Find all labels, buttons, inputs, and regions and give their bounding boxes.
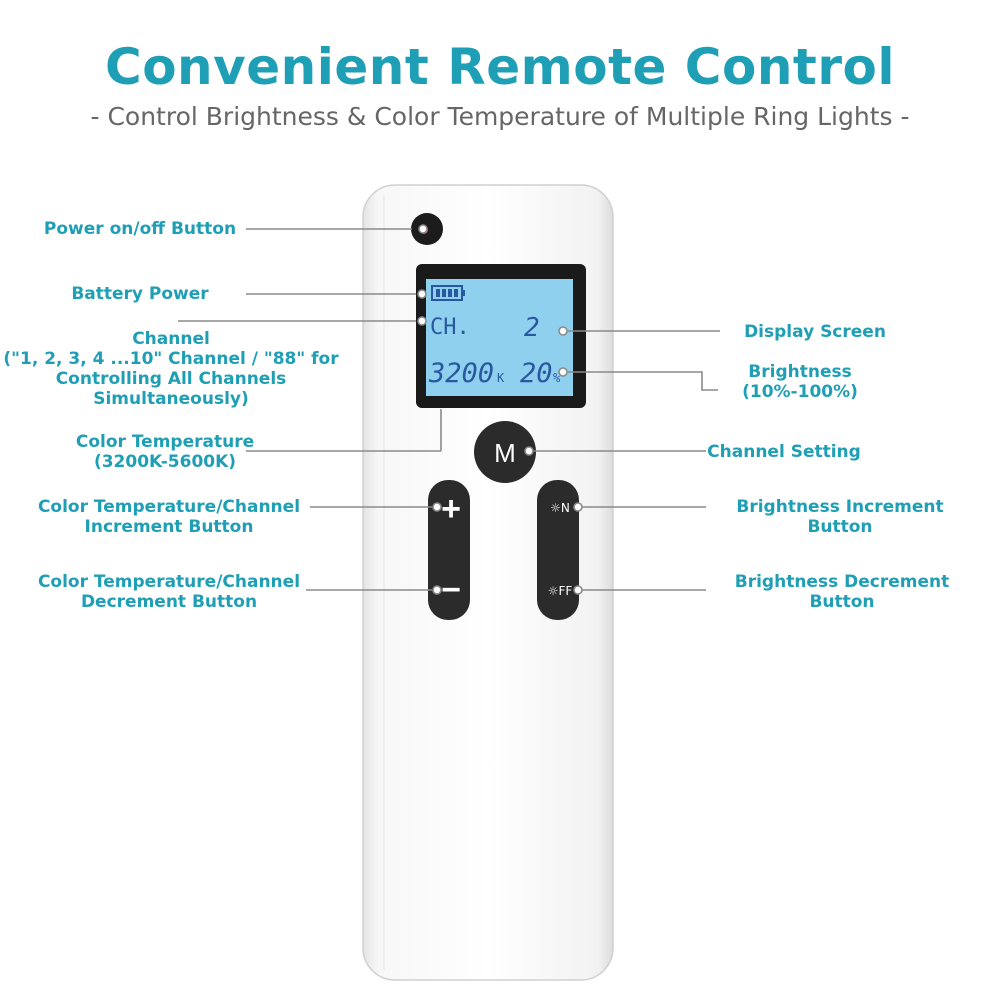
- lcd-channel-value: 2: [524, 313, 540, 343]
- lcd-brightness-unit: %: [553, 371, 561, 385]
- label-channel-setting: Channel Setting: [707, 442, 861, 462]
- label-power: Power on/off Button: [43, 219, 237, 239]
- label-channel: Channel ("1, 2, 3, 4 ...10" Channel / "8…: [3, 329, 339, 409]
- ct-increment-button[interactable]: +: [428, 480, 470, 546]
- label-display-screen: Display Screen: [744, 322, 886, 342]
- br-increment-button[interactable]: ☼N: [537, 480, 579, 546]
- label-br-increment: Brightness Increment Button: [736, 497, 944, 537]
- lcd-temperature: 3200: [428, 358, 494, 389]
- lcd-brightness: 20: [520, 358, 553, 389]
- lcd-channel-label: CH.: [430, 315, 470, 340]
- lcd-temperature-unit: K: [497, 371, 505, 385]
- leader-dots: [417, 224, 583, 595]
- mode-button-label: M: [494, 438, 516, 468]
- page-subtitle: - Control Brightness & Color Temperature…: [90, 102, 910, 131]
- on-label: ☼N: [550, 501, 570, 515]
- ct-rocker: [428, 480, 470, 620]
- br-decrement-button[interactable]: ☼FF: [537, 556, 579, 620]
- plus-label: +: [441, 490, 461, 528]
- label-ct-decrement: Color Temperature/Channel Decrement Butt…: [37, 572, 301, 612]
- label-brightness: Brightness (10%-100%): [742, 362, 858, 402]
- label-ct-increment: Color Temperature/Channel Increment Butt…: [37, 497, 301, 537]
- leader-lines: [178, 228, 720, 591]
- label-color-temperature: Color Temperature (3200K-5600K): [75, 432, 255, 472]
- minus-label: −: [441, 571, 461, 609]
- label-battery: Battery Power: [71, 284, 209, 304]
- off-label: ☼FF: [548, 584, 573, 598]
- page-title: Convenient Remote Control: [105, 38, 895, 96]
- mode-button[interactable]: M: [474, 421, 536, 483]
- display-screen: [426, 279, 573, 396]
- label-br-decrement: Brightness Decrement Button: [734, 572, 950, 612]
- br-rocker: [537, 480, 579, 620]
- ct-decrement-button[interactable]: −: [428, 556, 470, 620]
- battery-icon: [431, 285, 465, 301]
